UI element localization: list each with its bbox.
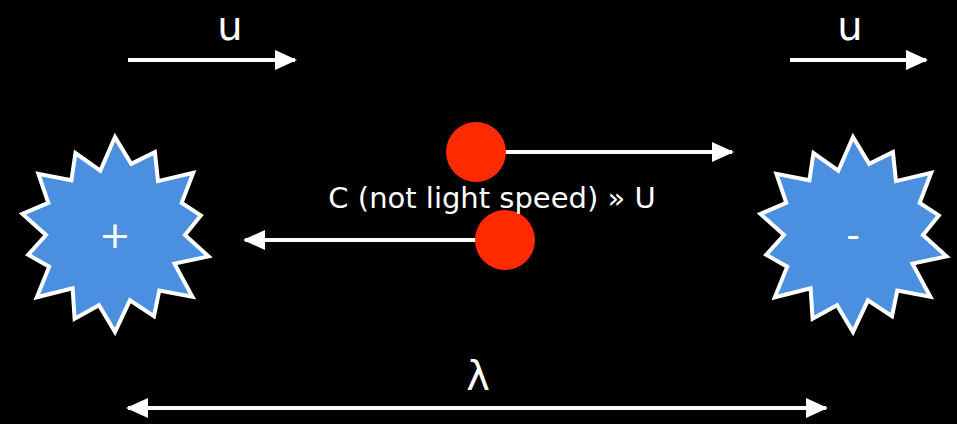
particle-arrow xyxy=(480,150,732,154)
annotation-label: u xyxy=(217,6,242,46)
charge-starburst: - xyxy=(753,135,953,335)
starburst-shape xyxy=(22,137,208,332)
charge-starburst: + xyxy=(15,135,215,335)
particle xyxy=(446,122,506,182)
annotation-label: C (not light speed) » U xyxy=(328,184,655,213)
particle-arrow xyxy=(245,238,505,242)
annotation-label: u xyxy=(837,6,862,46)
particle xyxy=(475,210,535,270)
velocity-arrow xyxy=(790,58,926,62)
wavelength-arrow xyxy=(128,406,826,410)
starburst-shape xyxy=(760,137,946,332)
annotation-label: λ xyxy=(466,356,490,396)
velocity-arrow xyxy=(128,58,295,62)
charge-sign: + xyxy=(99,216,131,254)
charge-sign: - xyxy=(846,216,860,254)
